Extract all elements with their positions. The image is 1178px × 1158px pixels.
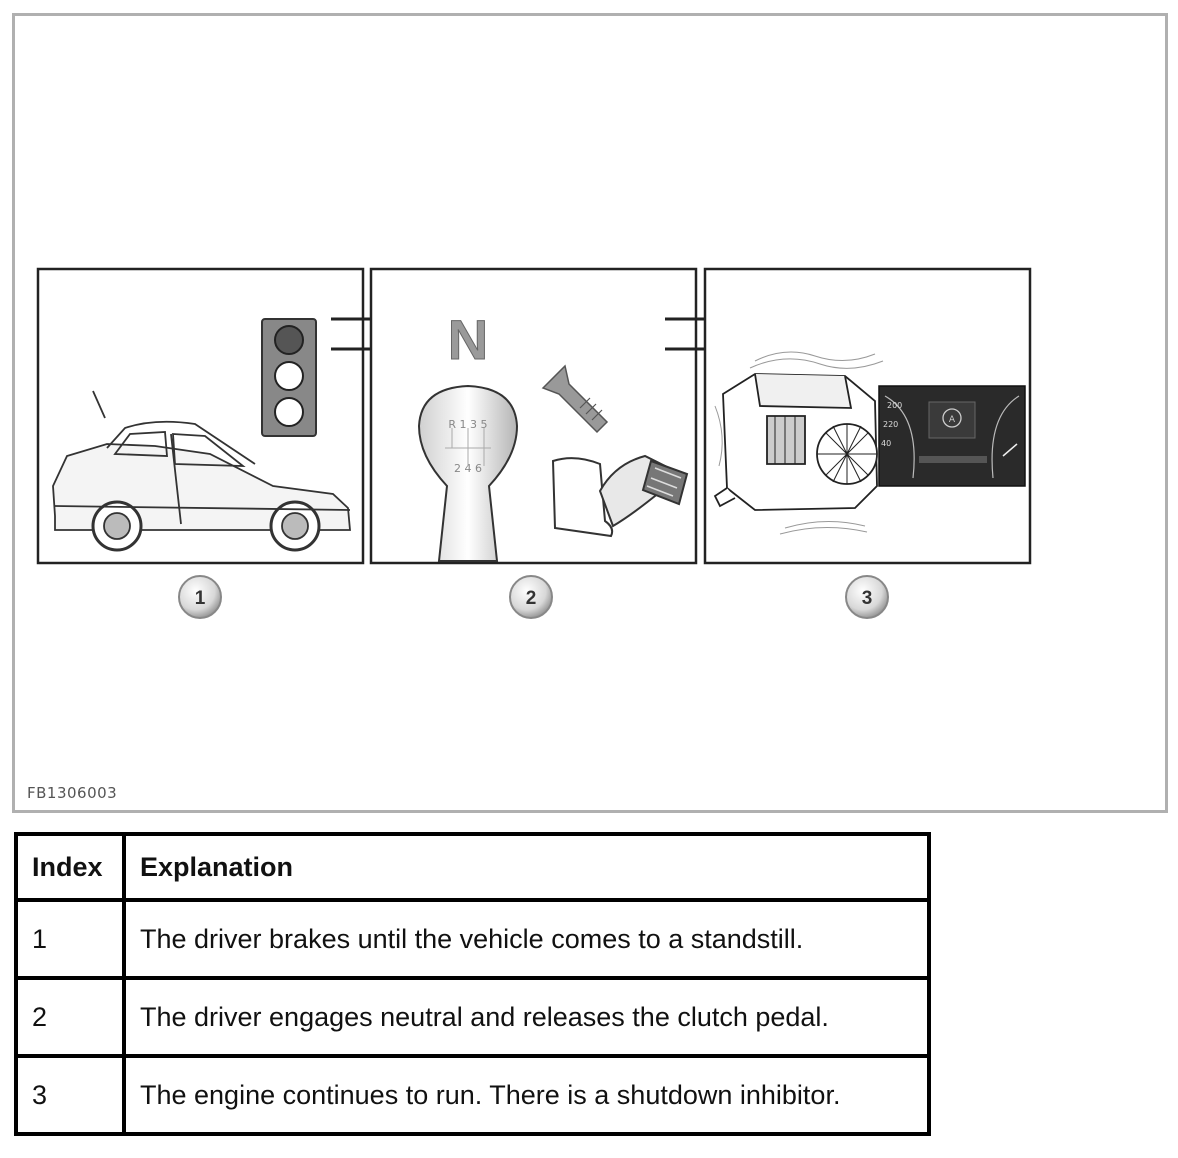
index-table: Index Explanation 1 The driver brakes un… (14, 832, 931, 1136)
svg-text:40: 40 (881, 439, 891, 448)
engine-icon (713, 373, 878, 511)
table-row: 3 The engine continues to run. There is … (14, 1054, 931, 1136)
svg-text:R 1 3 5: R 1 3 5 (448, 418, 487, 431)
neutral-letter: N (448, 308, 488, 371)
row-explanation: The driver brakes until the vehicle come… (122, 898, 931, 980)
svg-text:220: 220 (883, 420, 898, 429)
row-index: 2 (14, 976, 126, 1058)
row-explanation: The engine continues to run. There is a … (122, 1054, 931, 1136)
row-explanation: The driver engages neutral and releases … (122, 976, 931, 1058)
callout-3: 3 (845, 575, 889, 619)
callout-2: 2 (509, 575, 553, 619)
header-index: Index (14, 832, 126, 902)
header-explanation: Explanation (122, 832, 931, 902)
gear-knob-icon: R 1 3 5 2 4 6 (417, 384, 519, 562)
svg-text:2 4 6: 2 4 6 (454, 462, 482, 475)
svg-text:A: A (949, 415, 956, 425)
traffic-light-icon (261, 318, 317, 437)
panel-1-braking (36, 267, 365, 565)
figure-illustration: N R 1 3 5 2 4 6 (36, 267, 1032, 619)
svg-text:200: 200 (887, 401, 902, 410)
table-header-row: Index Explanation (14, 832, 931, 902)
table-row: 1 The driver brakes until the vehicle co… (14, 898, 931, 980)
svg-text:3: 3 (862, 588, 873, 609)
figure-frame: N R 1 3 5 2 4 6 (12, 13, 1168, 813)
panel-3-engine-running: 200 220 40 A (703, 267, 1032, 565)
table-row: 2 The driver engages neutral and release… (14, 976, 931, 1058)
vibration-lines (714, 351, 884, 535)
row-index: 1 (14, 898, 126, 980)
callout-1: 1 (178, 575, 222, 619)
release-arrow-icon (541, 364, 609, 434)
row-index: 3 (14, 1054, 126, 1136)
panel-2-neutral: N R 1 3 5 2 4 6 (369, 267, 698, 565)
instrument-cluster-icon: 200 220 40 A (878, 385, 1026, 487)
clutch-pedal-icon (551, 454, 689, 538)
car-icon (52, 390, 351, 552)
figure-code: FB1306003 (27, 784, 118, 802)
svg-text:1: 1 (195, 588, 206, 609)
svg-text:2: 2 (526, 588, 537, 609)
